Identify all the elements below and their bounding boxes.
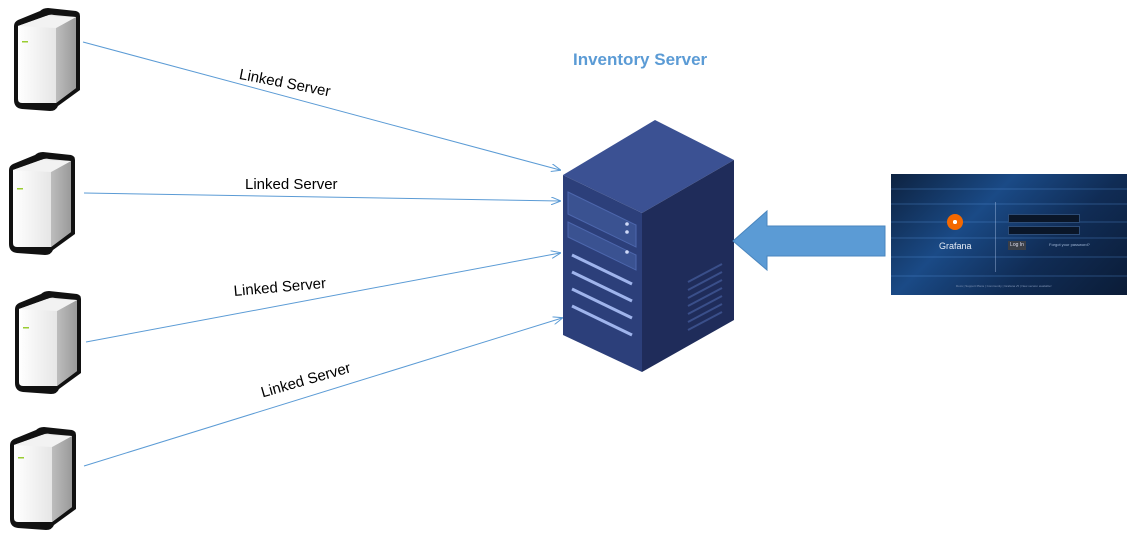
link-line-4 <box>83 318 562 467</box>
grafana-brand: Grafana <box>939 241 972 251</box>
forgot-password-link: Forgot your password? <box>1049 242 1090 247</box>
diagram-title: Inventory Server <box>573 50 708 69</box>
rack-server-icon <box>563 120 734 372</box>
edge-label-linked-server: Linked Server <box>245 176 338 193</box>
username-field <box>1008 214 1080 223</box>
login-button: Log In <box>1008 241 1026 250</box>
link-line-1 <box>82 41 560 170</box>
password-field <box>1008 226 1080 235</box>
divider <box>995 202 996 272</box>
grafana-footer: Docs | Support Plans | Community | Grafa… <box>956 284 1052 288</box>
tower-server-icon <box>10 427 76 530</box>
grafana-logo-icon <box>947 214 963 230</box>
tower-server-icon <box>14 8 80 111</box>
grafana-login-screenshot: Grafana Log In Forgot your password? Doc… <box>891 174 1127 295</box>
link-line-2 <box>83 192 560 201</box>
block-arrow-icon <box>732 209 886 272</box>
tower-server-icon <box>9 152 75 255</box>
tower-server-icon <box>15 291 81 394</box>
link-line-3 <box>85 253 560 343</box>
